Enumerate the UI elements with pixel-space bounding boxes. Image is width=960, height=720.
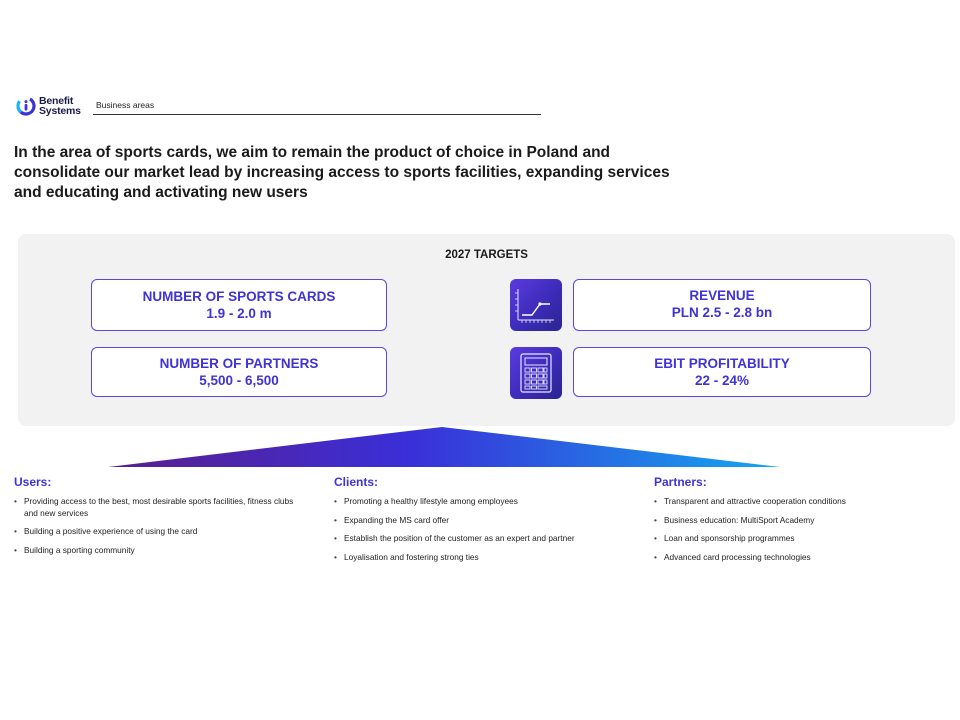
bullet-list: Promoting a healthy lifestyle among empl… bbox=[334, 496, 624, 563]
list-item: Building a sporting community bbox=[14, 545, 304, 557]
list-item: Business education: MultiSport Academy bbox=[654, 515, 944, 527]
target-card-value: PLN 2.5 - 2.8 bn bbox=[671, 305, 773, 320]
list-item: Expanding the MS card offer bbox=[334, 515, 624, 527]
gradient-triangle bbox=[108, 427, 780, 467]
target-card-partners: NUMBER OF PARTNERS 5,500 - 6,500 bbox=[91, 347, 387, 397]
chart-growth-icon bbox=[510, 279, 562, 331]
column-title: Clients: bbox=[334, 475, 379, 489]
list-item: Loyalisation and fostering strong ties bbox=[334, 552, 624, 564]
logo-mark-icon bbox=[16, 96, 36, 116]
company-logo: Benefit Systems bbox=[16, 93, 88, 119]
list-item: Loan and sponsorship programmes bbox=[654, 533, 944, 545]
target-card-label: NUMBER OF SPORTS CARDS bbox=[142, 289, 336, 304]
column-clients: Clients: Promoting a healthy lifestyle a… bbox=[334, 475, 624, 570]
target-card-label: EBIT PROFITABILITY bbox=[654, 356, 790, 371]
target-card-value: 1.9 - 2.0 m bbox=[206, 306, 272, 321]
bullet-list: Transparent and attractive cooperation c… bbox=[654, 496, 944, 563]
logo-wordmark: Benefit Systems bbox=[39, 95, 81, 117]
list-item: Providing access to the best, most desir… bbox=[14, 496, 304, 519]
column-partners: Partners: Transparent and attractive coo… bbox=[654, 475, 944, 570]
list-item: Promoting a healthy lifestyle among empl… bbox=[334, 496, 624, 508]
target-card-sports-cards: NUMBER OF SPORTS CARDS 1.9 - 2.0 m bbox=[91, 279, 387, 331]
bullet-list: Providing access to the best, most desir… bbox=[14, 496, 304, 556]
target-card-value: 5,500 - 6,500 bbox=[199, 373, 279, 388]
header-divider bbox=[93, 114, 541, 115]
column-title: Partners: bbox=[654, 475, 707, 489]
target-card-ebit: EBIT PROFITABILITY 22 - 24% bbox=[573, 347, 871, 397]
section-label: Business areas bbox=[96, 100, 155, 110]
target-card-revenue: REVENUE PLN 2.5 - 2.8 bn bbox=[573, 279, 871, 331]
list-item: Advanced card processing technologies bbox=[654, 552, 944, 564]
list-item: Establish the position of the customer a… bbox=[334, 533, 624, 545]
logo-line-2: Systems bbox=[39, 105, 81, 117]
target-card-label: REVENUE bbox=[689, 288, 755, 303]
logo-line-1: Benefit bbox=[39, 95, 74, 107]
list-item: Transparent and attractive cooperation c… bbox=[654, 496, 944, 508]
page-headline: In the area of sports cards, we aim to r… bbox=[14, 144, 670, 201]
list-item: Building a positive experience of using … bbox=[14, 526, 304, 538]
targets-title: 2027 TARGETS bbox=[445, 249, 528, 261]
target-card-label: NUMBER OF PARTNERS bbox=[159, 356, 319, 371]
column-users: Users: Providing access to the best, mos… bbox=[14, 475, 304, 563]
column-title: Users: bbox=[14, 475, 52, 489]
calculator-icon bbox=[510, 347, 562, 399]
target-card-value: 22 - 24% bbox=[694, 373, 750, 388]
